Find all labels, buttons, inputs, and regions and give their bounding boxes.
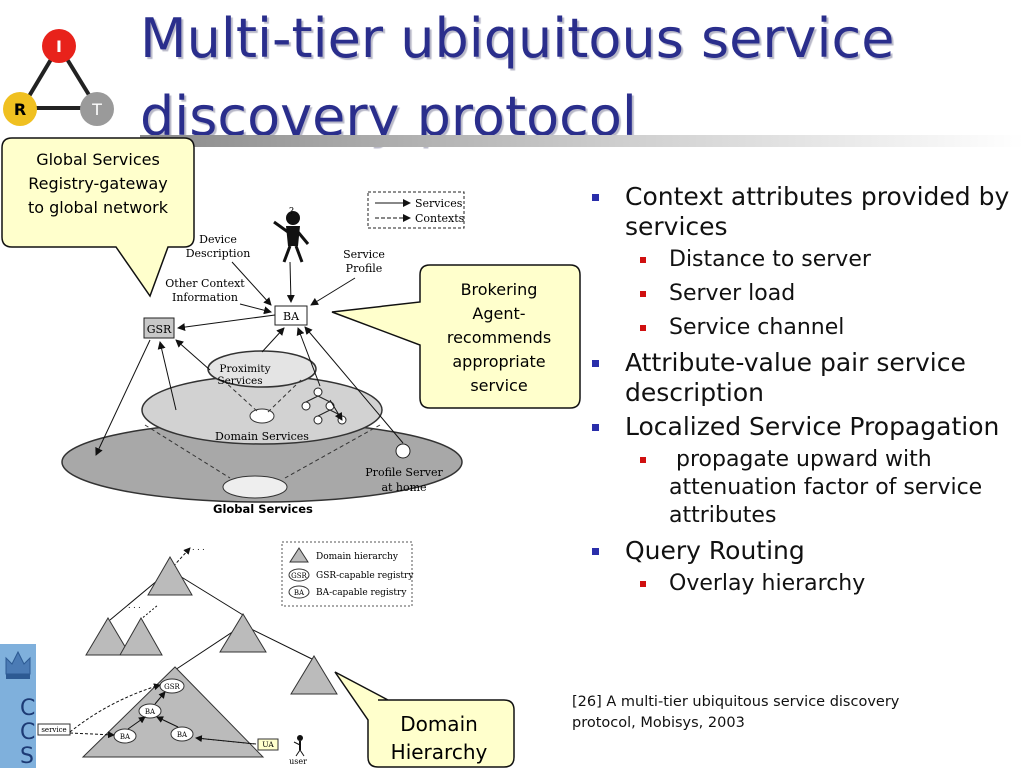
domain-hierarchy-figure: Domain hierarchy GSR GSR-capable registr… [37,541,414,766]
ba-box-label: BA [283,310,300,323]
gsr-callout-text: Global Services Registry-gateway to glob… [2,148,194,220]
service-profile-label-1: Service [343,248,385,261]
sub-bullet-distance: Distance to server [592,246,1017,274]
other-context-label-1: Other Context [165,277,245,290]
gsr-box [143,317,175,339]
logo-letter-r: R [14,100,26,119]
service-box-label: service [41,726,66,734]
ba-node-label-1: BA [145,708,156,716]
ba-callout-line-2: Agent- [472,304,526,323]
domain-callout-line-2: Hierarchy [390,740,488,764]
proximity-label-2: Services [217,375,262,387]
legend-ba-registry: BA-capable registry [316,588,407,598]
other-context-label-2: Information [172,291,238,304]
domain-services-label: Domain Services [215,430,309,443]
profile-server-label-1: Profile Server [365,466,443,479]
dots-top: . . . [192,543,205,552]
ba-callout-line-5: service [470,376,528,395]
ba-node-label-2: BA [120,733,131,741]
dots-mid: . . . [128,601,141,610]
strip-letter-2: C [20,720,36,745]
ba-callout-text: Brokering Agent- recommends appropriate … [420,278,578,398]
crown-icon [5,650,31,679]
bullet-localized-propagation: Localized Service Propagation [592,412,1017,442]
global-services-figure: Services Contexts ? Device Description O… [61,191,465,503]
legend-gsr-tag: GSR [291,572,307,580]
strip-letter-3: S [20,744,34,769]
sub-bullet-server-load: Server load [592,280,1017,308]
proximity-services-ellipse [207,350,317,388]
figure-caption-global-services: Global Services [213,502,313,516]
sub-bullet-overlay-hierarchy: Overlay hierarchy [592,570,1017,598]
bullet-query-routing: Query Routing [592,536,1017,566]
user-label: user [289,757,307,766]
user-small-icon [293,735,305,757]
bullet-list: Context attributes provided by services … [592,182,1017,604]
profile-server-label-2: at home [381,481,426,494]
university-logo-strip: C C S [0,644,36,769]
ua-box-label: UA [262,740,274,749]
gsr-callout-line-2: Registry-gateway [28,174,168,193]
ba-callout-line-1: Brokering [460,280,538,299]
domain-callout-text: Domain Hierarchy [368,710,510,766]
ba-callout-bubble [331,264,581,409]
irt-logo: I R T [3,29,114,126]
reference-citation: [26] A multi-tier ubiquitous service dis… [572,694,900,731]
ba-callout-line-4: appropriate [452,352,546,371]
logo-letter-i: I [56,37,62,56]
gsr-node-label: GSR [164,683,180,691]
domain-callout-line-1: Domain [400,712,478,736]
svg-text:?: ? [289,207,294,217]
title-underline-bar [140,135,1024,147]
logo-letter-t: T [91,100,102,119]
service-profile-label-2: Profile [346,262,383,275]
legend-services: Services [415,197,463,210]
legend-contexts: Contexts [415,212,465,225]
gsr-callout-line-1: Global Services [36,150,160,169]
legend-gsr-registry: GSR-capable registry [316,571,414,581]
slide-title: Multi-tier ubiquitous service discovery … [140,0,894,156]
domain-callout-bubble [334,671,515,768]
title-line-1: Multi-tier ubiquitous service [140,7,895,70]
legend-ba-tag: BA [294,589,305,597]
gsr-box-label: GSR [147,323,172,336]
ba-node-label-3: BA [177,731,188,739]
bullet-context-attributes: Context attributes provided by services [592,182,1017,242]
device-description-label-2: Description [186,247,251,260]
sub-bullet-service-channel: Service channel [592,314,1017,342]
proximity-label-1: Proximity [219,363,270,375]
strip-letter-1: C [20,696,36,721]
bullet-attribute-value: Attribute-value pair service description [592,348,1017,408]
user-figure-icon: ? [273,207,310,263]
legend-domain-hierarchy: Domain hierarchy [316,552,399,562]
ba-callout-line-3: recommends [446,328,552,347]
gsr-callout-bubble [1,137,195,298]
gsr-callout-line-3: to global network [27,198,168,217]
sub-bullet-propagate-upward: propagate upward with attenuation factor… [592,446,1017,530]
device-description-label-1: Device [199,233,237,246]
